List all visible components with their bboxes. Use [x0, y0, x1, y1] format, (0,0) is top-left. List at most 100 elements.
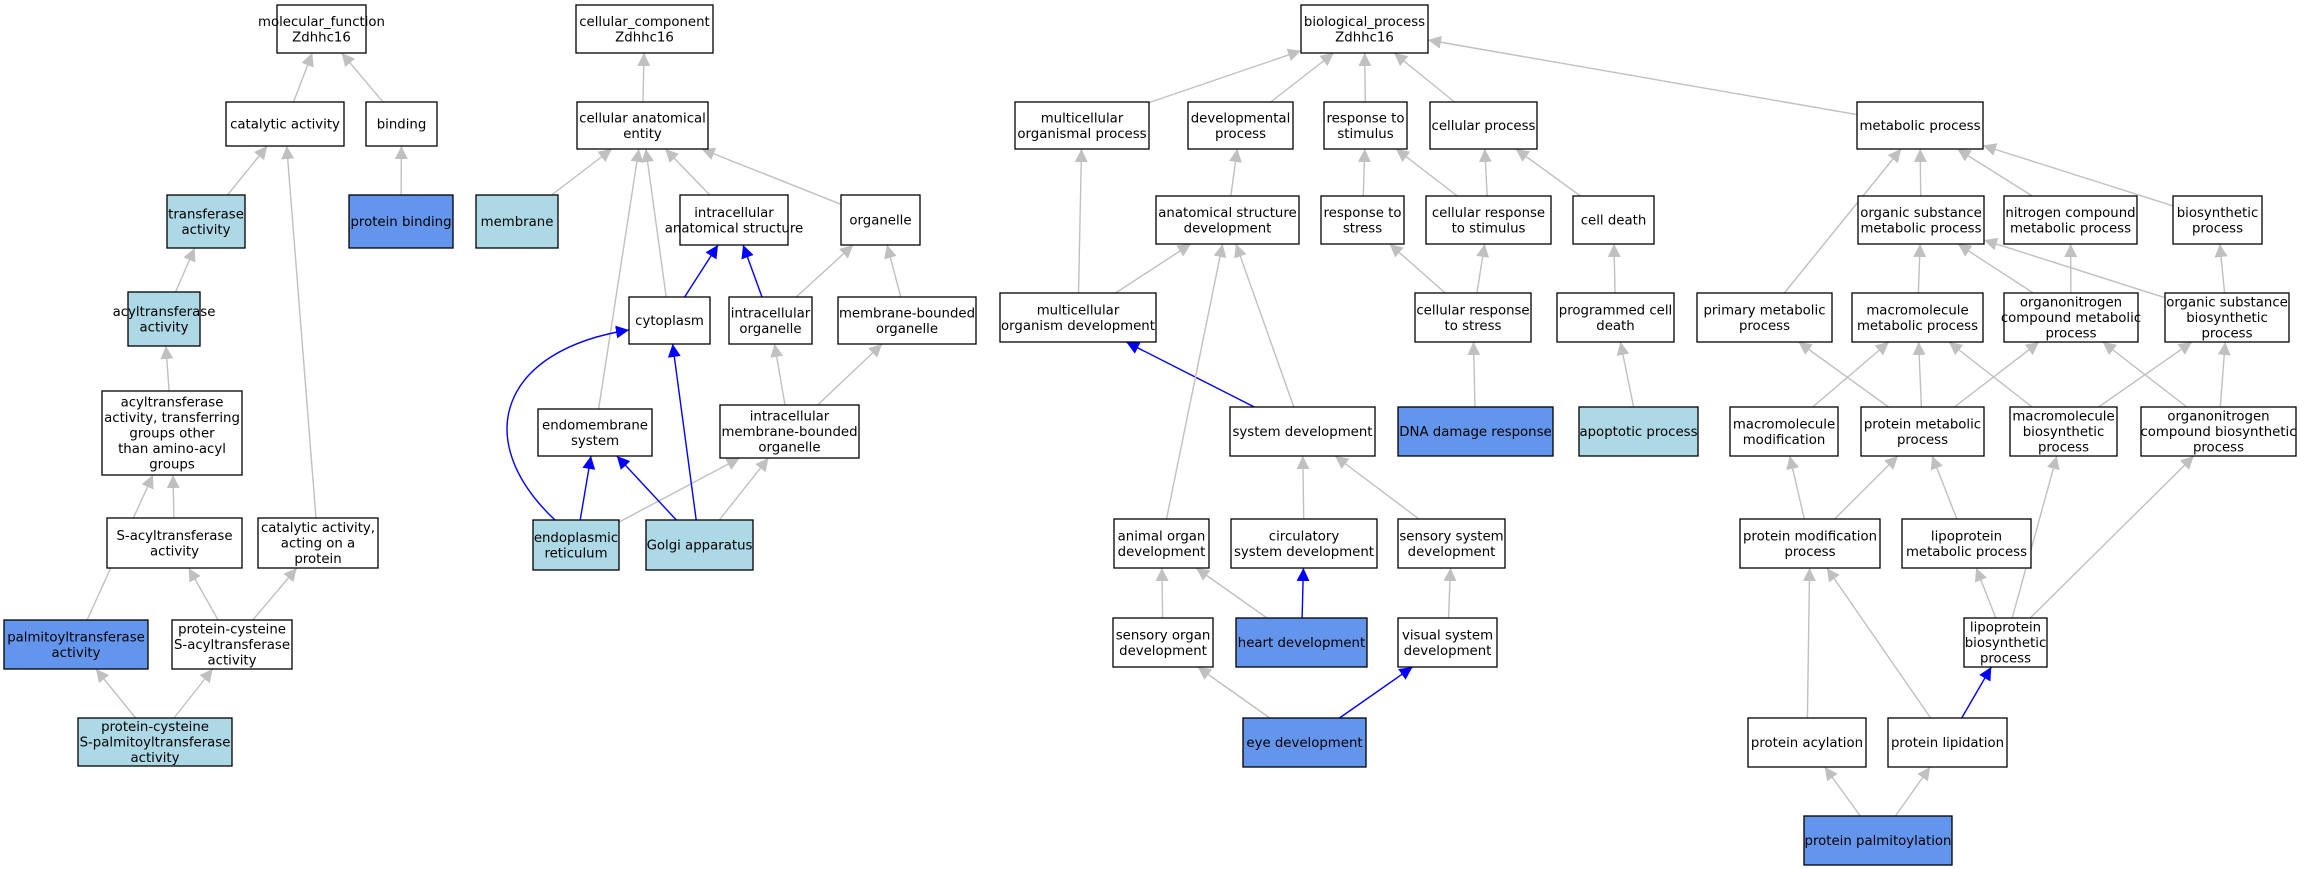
- edge-mbp-to-mmp: [1948, 341, 2033, 408]
- node-label-line: organelle: [849, 214, 911, 229]
- node-label-line: response to: [1324, 206, 1402, 221]
- edge-pcspalm-to-palm: [95, 668, 137, 719]
- node-box: [1572, 195, 1655, 245]
- node-label-line: process: [2201, 327, 2252, 342]
- node-box: [1739, 518, 1881, 569]
- edge-osbp-to-osm: [1983, 237, 2166, 299]
- node-box: [1113, 518, 1210, 569]
- edge-lbp-to-lmp: [1974, 567, 1997, 619]
- edge-aod-to-asd: [1165, 243, 1227, 520]
- node-label-line: membrane: [481, 215, 554, 230]
- edge-pcsacyl-to-sacyl: [188, 567, 219, 621]
- node-label-line: development: [1119, 644, 1207, 659]
- node-box: [101, 390, 243, 476]
- node-label-line: cellular response: [1432, 206, 1545, 221]
- node-label-line: Golgi apparatus: [647, 539, 753, 554]
- node-label-line: system development: [1234, 545, 1374, 560]
- node-label-line: organismal process: [1017, 127, 1146, 142]
- node-label-line: circulatory: [1269, 529, 1340, 544]
- edge-plipid-to-pmodp: [1826, 567, 1932, 719]
- edge-ocbp-to-ocmp: [2102, 341, 2188, 408]
- node-label-line: metabolic process: [1906, 545, 2027, 560]
- edge-protmp-to-mmp: [1912, 341, 1926, 408]
- node-label-line: anatomical structure: [665, 221, 803, 236]
- edge-csd-to-sysdev: [1296, 455, 1310, 520]
- node-box: [1014, 101, 1150, 150]
- edge-sod-to-aod: [1155, 567, 1169, 619]
- node-label-line: organelle: [739, 322, 801, 337]
- node-box: [1414, 292, 1532, 343]
- edge-cellp-to-bp: [1393, 52, 1455, 103]
- edge-pacyl-to-pmodp: [1802, 567, 1816, 719]
- node-label-line: multicellular: [1037, 303, 1120, 318]
- node-label-line: intracellular: [750, 410, 830, 425]
- node-box: [2172, 195, 2263, 245]
- node-label-line: biosynthetic: [2023, 425, 2105, 440]
- node-box: [1556, 292, 1675, 343]
- node-label-line: to stimulus: [1452, 221, 1526, 236]
- edge-io-to-ias: [741, 244, 763, 298]
- node-label-line: programmed cell: [1559, 303, 1672, 318]
- node-label-line: groups other: [129, 427, 215, 442]
- node-label-line: process: [1215, 127, 1266, 142]
- edge-mmp-to-osm: [1913, 243, 1927, 294]
- node-box: [1323, 101, 1408, 150]
- edge-cytoplasm-to-cae: [641, 148, 667, 298]
- node-label-line: Zdhhc16: [1335, 30, 1394, 45]
- node-label-line: organism development: [1001, 319, 1155, 334]
- node-box: [728, 296, 813, 345]
- node-box: [575, 4, 714, 54]
- edge-protmp-to-pmp: [1798, 341, 1889, 408]
- node-label-line: intracellular: [694, 206, 774, 221]
- edge-pmp-to-metab: [1783, 148, 1902, 294]
- node-label-line: metabolic process: [1857, 319, 1978, 334]
- edge-golgi-to-endo: [616, 455, 677, 521]
- edge-mod-to-mop: [1074, 148, 1088, 294]
- edge-metab-to-bp: [1427, 35, 1858, 116]
- node-label-line: protein lipidation: [1891, 736, 2004, 751]
- node-box: [2164, 292, 2290, 343]
- node-box: [1425, 195, 1552, 245]
- node-box: [1696, 292, 1833, 343]
- edge-bind-to-mf: [341, 52, 384, 103]
- node-box: [1155, 195, 1300, 245]
- node-label-line: organelle: [876, 322, 938, 337]
- node-box: [1887, 717, 2008, 768]
- node-label-line: process: [2193, 441, 2244, 456]
- node-label-line: developmental: [1191, 111, 1291, 126]
- node-box: [1963, 617, 2048, 668]
- edge-protmp-to-ocmp: [1953, 341, 2040, 408]
- edge-pcsacyl-to-catprot: [252, 567, 298, 621]
- node-label-line: molecular_function: [258, 15, 385, 30]
- node-label-line: sensory system: [1399, 529, 1503, 544]
- edge-lbp-to-ocbp: [2029, 455, 2195, 619]
- node-label-line: Zdhhc16: [615, 30, 674, 45]
- node-box: [365, 101, 438, 147]
- node-box: [628, 296, 711, 345]
- node-label-line: organic substance: [2166, 296, 2288, 311]
- edge-dev-to-bp: [1270, 52, 1335, 103]
- node-box: [532, 519, 620, 571]
- node-label-line: acyltransferase: [113, 305, 216, 320]
- node-label-line: biosynthetic: [1965, 636, 2047, 651]
- node-pcsacyl: protein-cysteineS-acyltransferaseactivit…: [171, 619, 293, 670]
- node-label-line: metabolic process: [1859, 119, 1980, 134]
- edge-rts-to-bp: [1358, 52, 1372, 103]
- node-box: [837, 296, 977, 345]
- node-label-line: development: [1408, 545, 1496, 560]
- node-box: [1860, 406, 1985, 457]
